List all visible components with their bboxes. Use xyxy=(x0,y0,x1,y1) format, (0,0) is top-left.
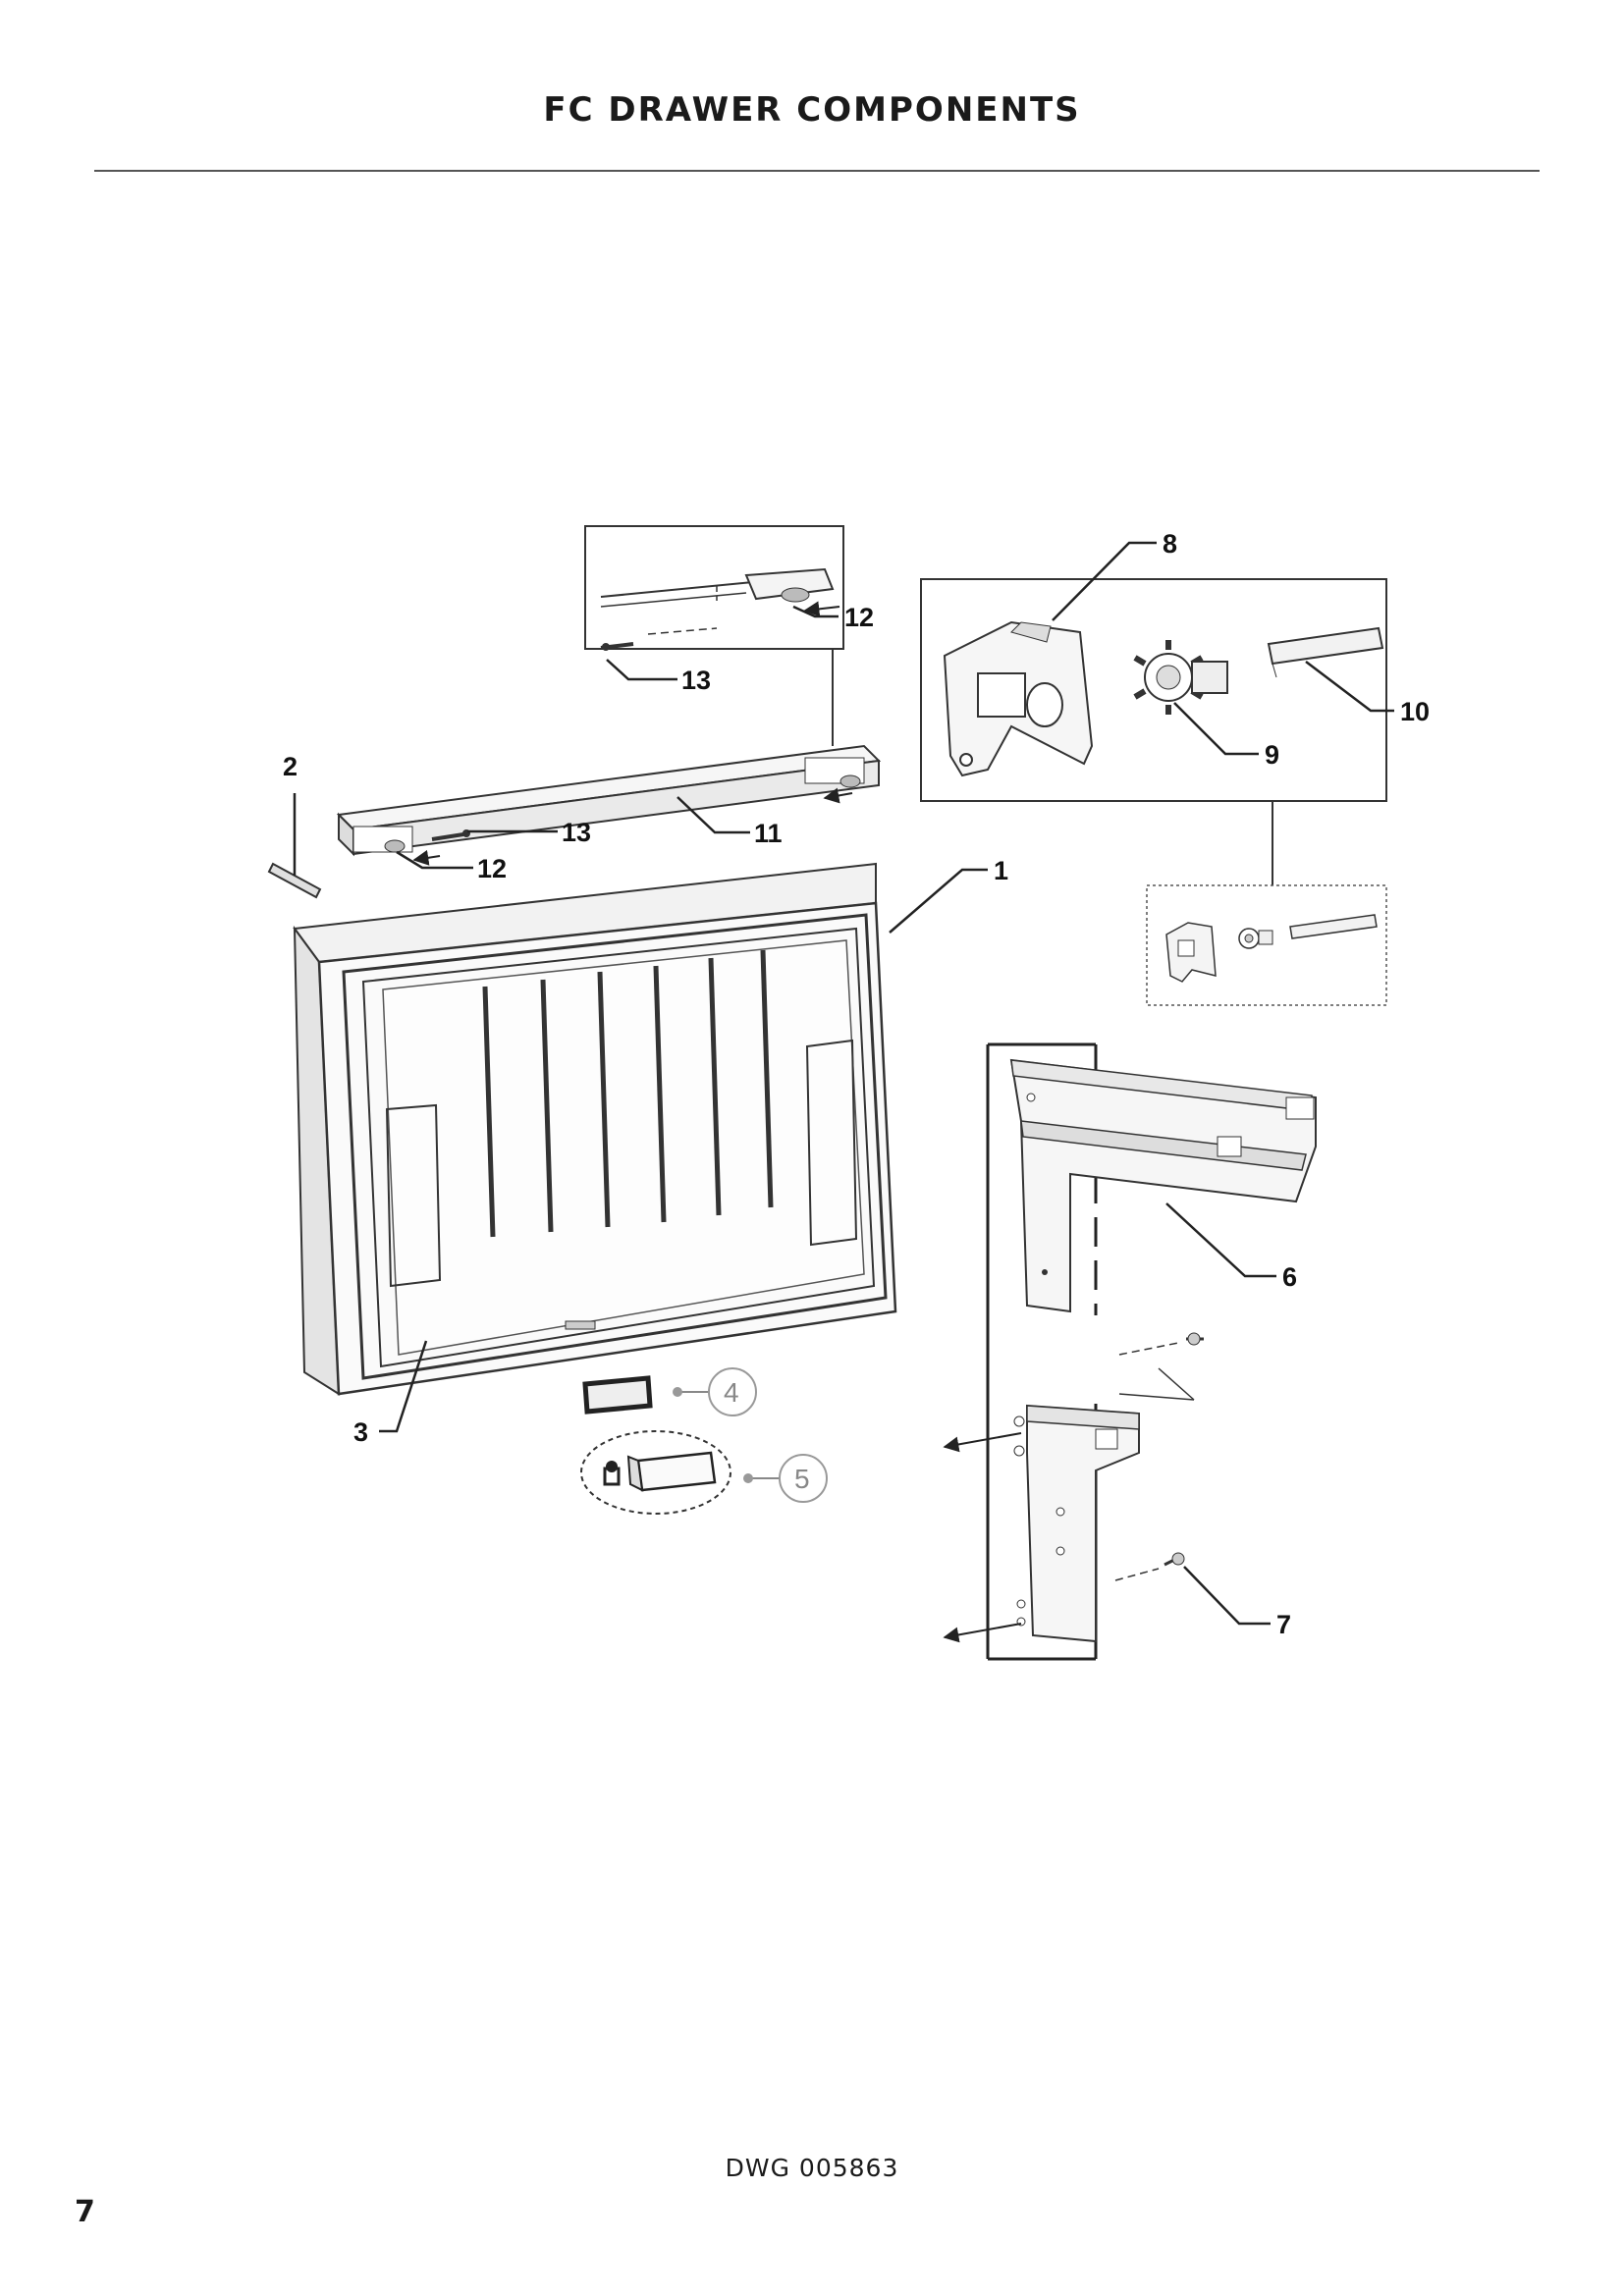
callout-12: 12 xyxy=(477,854,507,883)
callout-6: 6 xyxy=(1282,1262,1297,1292)
callout-13-detail: 13 xyxy=(681,666,711,695)
callout-11: 11 xyxy=(754,819,783,848)
page-number: 7 xyxy=(75,2195,95,2229)
drawer-front xyxy=(293,862,897,1396)
cap-and-screw-kit xyxy=(580,1430,731,1515)
header-rule xyxy=(94,170,1540,172)
callout-8: 8 xyxy=(1163,529,1177,559)
handle-end-detail-box xyxy=(584,525,844,651)
mechanism-assembly-box xyxy=(1146,884,1387,1006)
page-title: FC DRAWER COMPONENTS xyxy=(543,90,1081,130)
slide-runner-box xyxy=(943,1042,1317,1661)
cap-part xyxy=(582,1375,653,1415)
callout-10: 10 xyxy=(1400,697,1430,726)
clip xyxy=(267,862,322,899)
circle-leaders xyxy=(673,1367,828,1503)
mechanism-detail-box xyxy=(920,578,1387,802)
callout-7: 7 xyxy=(1276,1610,1291,1639)
callout-4: 4 xyxy=(724,1377,739,1408)
callout-9: 9 xyxy=(1265,740,1279,770)
callout-12-detail: 12 xyxy=(844,603,874,632)
handle-bar xyxy=(336,744,882,866)
callout-2: 2 xyxy=(283,752,298,781)
callout-1: 1 xyxy=(994,856,1008,885)
callout-3: 3 xyxy=(353,1417,368,1447)
callout-5: 5 xyxy=(794,1464,810,1494)
callout-13: 13 xyxy=(562,818,591,847)
drawing-number: DWG 005863 xyxy=(725,2154,899,2182)
leader-lines xyxy=(293,541,1394,1626)
